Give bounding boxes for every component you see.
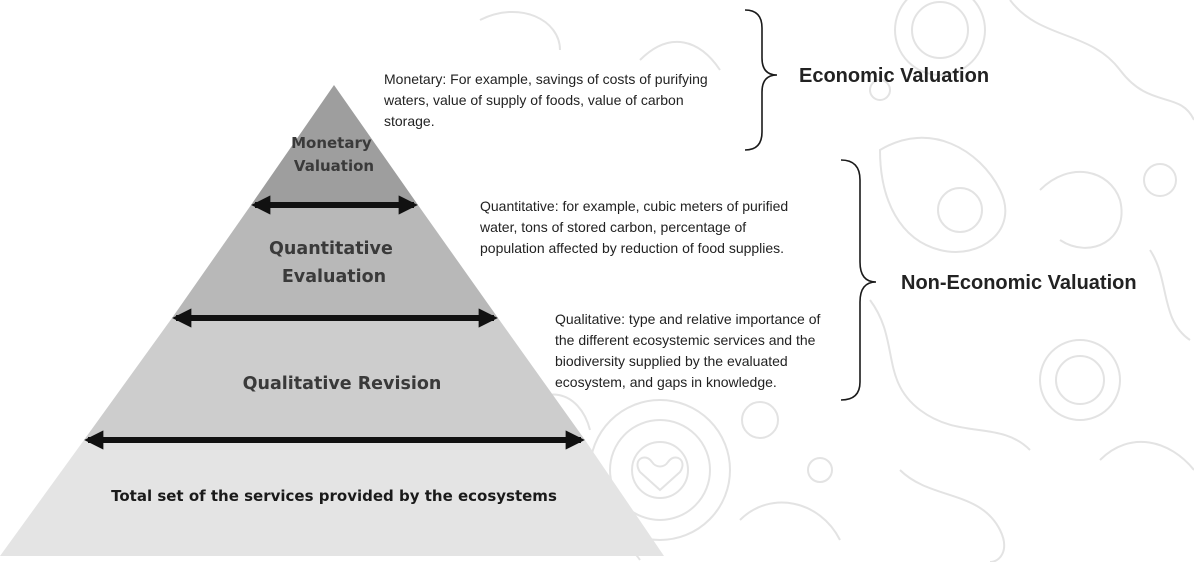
heading-economic-valuation: Economic Valuation [799, 65, 989, 87]
description-line: Monetary: For example, savings of costs … [384, 71, 708, 87]
description-monetary: Monetary: For example, savings of costs … [383, 71, 712, 129]
pyramid-base-label: Total set of the services provided by th… [111, 487, 557, 505]
pyramid-base-band [0, 440, 664, 556]
description-quantitative: Quantitative: for example, cubic meters … [479, 198, 792, 256]
description-line: the different ecosystemic services and t… [555, 332, 816, 348]
heading-non-economic-valuation: Non-Economic Valuation [901, 272, 1137, 294]
brace-non-economic [840, 159, 877, 401]
description-qualitative: Qualitative: type and relative importanc… [555, 311, 824, 390]
description-line: water, tons of stored carbon, percentage… [479, 219, 746, 235]
tier-label-monetary: Monetary Valuation [291, 134, 377, 175]
tier-dividers [84, 195, 585, 450]
tier-label-line: Monetary [291, 134, 372, 152]
brace-economic [744, 9, 778, 151]
description-line: ecosystem, and gaps in knowledge. [555, 374, 777, 390]
description-line: storage. [384, 113, 435, 129]
description-line: Qualitative: type and relative importanc… [555, 311, 820, 327]
tier-label-line: Evaluation [282, 267, 386, 287]
pyramid-tier-qualitative [84, 318, 585, 440]
description-line: waters, value of supply of foods, value … [383, 92, 684, 108]
tier-label-quantitative: Quantitative Evaluation [269, 239, 399, 287]
description-line: biodiversity supplied by the evaluated [555, 353, 788, 369]
pyramid-tier-monetary [251, 85, 418, 205]
pyramid [0, 85, 664, 556]
description-line: Quantitative: for example, cubic meters … [480, 198, 788, 214]
tier-label-qualitative: Qualitative Revision [243, 374, 442, 394]
description-line: population affected by reduction of food… [480, 240, 784, 256]
pyramid-tier-quantitative [172, 205, 498, 318]
tier-label-line: Quantitative [269, 239, 393, 259]
tier-label-line: Valuation [294, 157, 374, 175]
tier-label-line: Qualitative Revision [243, 374, 442, 394]
